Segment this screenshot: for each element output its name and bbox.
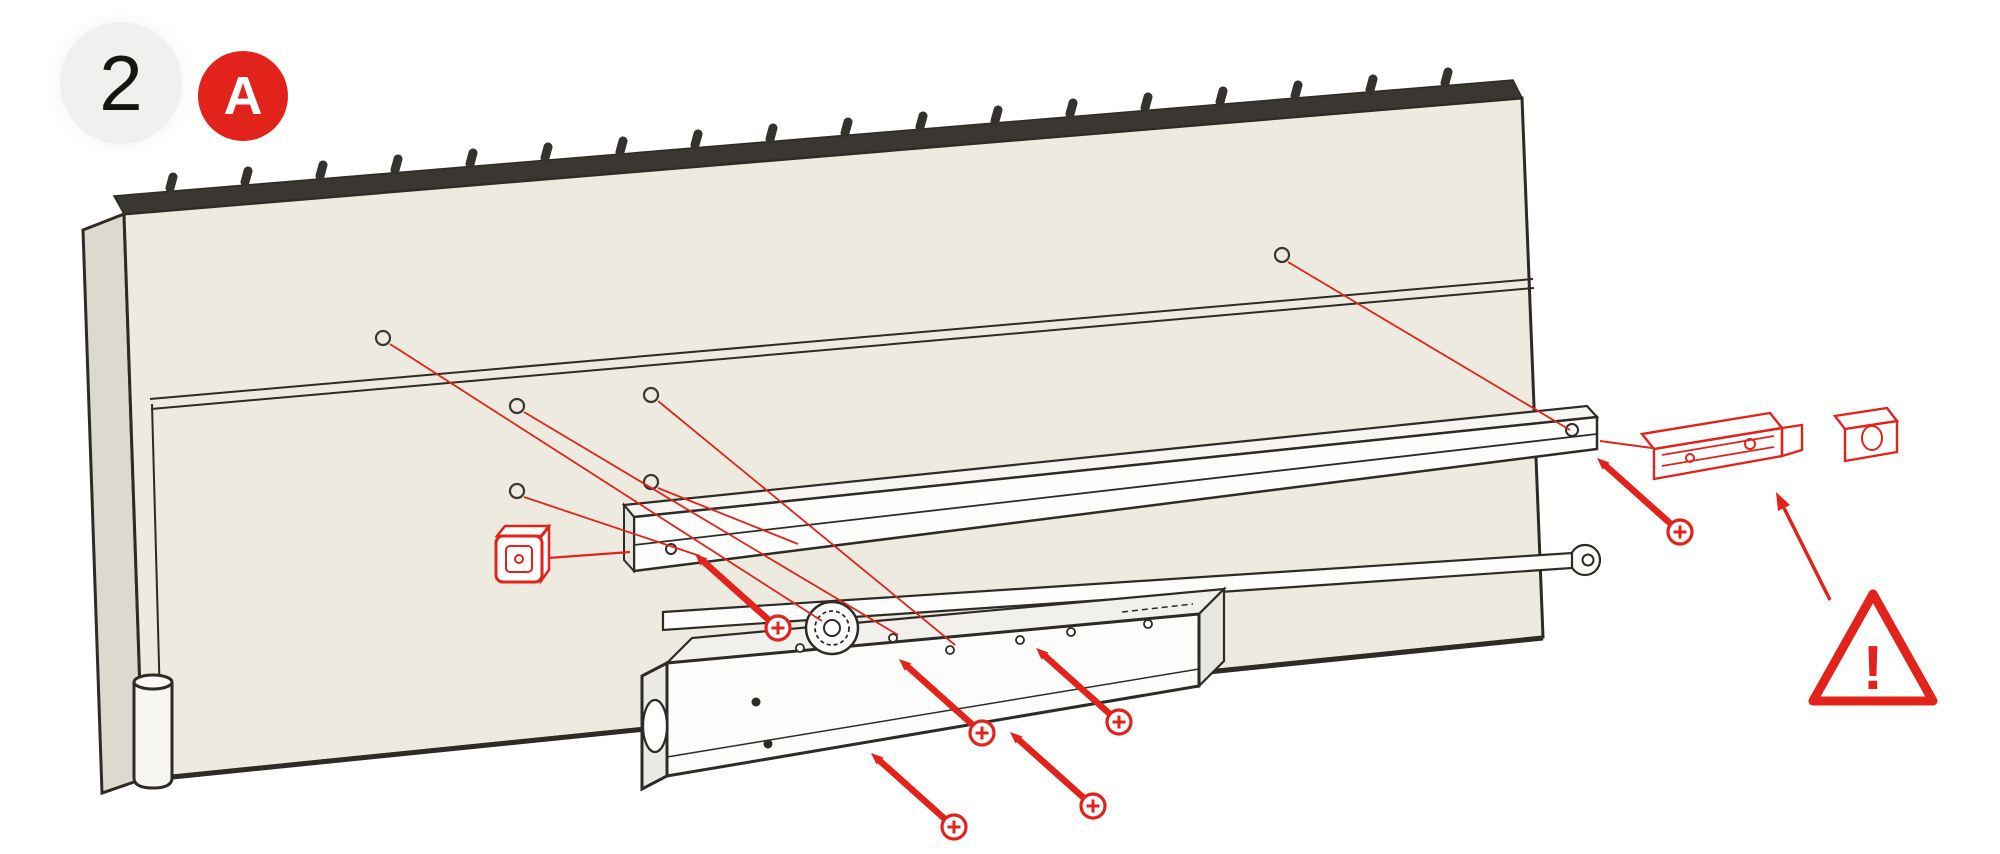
phillips-screw-icon: [1010, 732, 1105, 818]
door-closer-body: [640, 586, 1227, 792]
closer-spring-bore: [641, 698, 669, 754]
end-cap-leader-line: [547, 550, 631, 560]
leader-line: [657, 400, 956, 646]
door-pilot-hole: [508, 482, 526, 500]
connector-slot-line: [1661, 446, 1775, 467]
closer-valve-screw: [751, 697, 761, 707]
rail-left-end-face: [623, 502, 635, 574]
closer-valve-screw: [763, 739, 773, 749]
door-top-serration: [165, 67, 1453, 193]
rail-channel-line: [633, 433, 1598, 546]
closer-arm: [661, 543, 1602, 632]
step-number: 2: [99, 38, 143, 127]
leader-line: [1287, 261, 1571, 431]
arm-eye-hole: [1581, 553, 1595, 567]
arm-slider-connector: [1599, 411, 1804, 481]
clip-front-face: [1843, 419, 1899, 463]
leader-line: [657, 487, 799, 545]
door-pilot-hole: [374, 329, 392, 347]
leader-line: [523, 496, 701, 557]
phillips-screw-icon: [871, 753, 966, 839]
door-top-edge: [112, 79, 1524, 215]
door-pilot-hole: [508, 397, 526, 415]
clip-bore: [1861, 425, 1883, 451]
rail-end-cap: [494, 523, 631, 585]
leader-line: [523, 411, 899, 636]
door-pilot-hole: [1273, 246, 1291, 264]
leader-lines: [389, 261, 1571, 646]
connector-hole: [1744, 438, 1756, 450]
door-stop-cylinder: [132, 673, 174, 790]
arm-bar: [661, 551, 1574, 632]
phillips-screw-icon: [1597, 458, 1692, 544]
slide-rail: [621, 404, 1600, 574]
end-cap-hole: [514, 554, 524, 564]
warning-exclamation: !: [1863, 634, 1884, 703]
closer-mounting-holes: [795, 619, 1153, 655]
closer-spindle: [804, 600, 860, 656]
door-panel-groove: [149, 278, 1535, 410]
leader-line: [389, 343, 823, 622]
rail-right-hole: [1565, 423, 1579, 437]
connector-leader-line: [1599, 440, 1653, 449]
variant-letter: A: [223, 66, 263, 126]
door-pilot-hole: [642, 386, 660, 404]
warning-triangle-icon: !: [1808, 589, 1938, 706]
closer-hidden-edge: [1121, 603, 1194, 613]
warning-arrow: [1776, 492, 1832, 601]
slider-end-clip: [1832, 406, 1900, 463]
connector-right-tab: [1780, 423, 1804, 458]
variant-letter-badge: A: [198, 51, 288, 141]
closer-front-seam: [666, 668, 1200, 758]
door-pilot-holes: [374, 246, 1291, 500]
step-number-badge: 2: [60, 22, 182, 144]
connector-slot-line: [1661, 435, 1775, 456]
connector-hole: [1685, 453, 1695, 463]
